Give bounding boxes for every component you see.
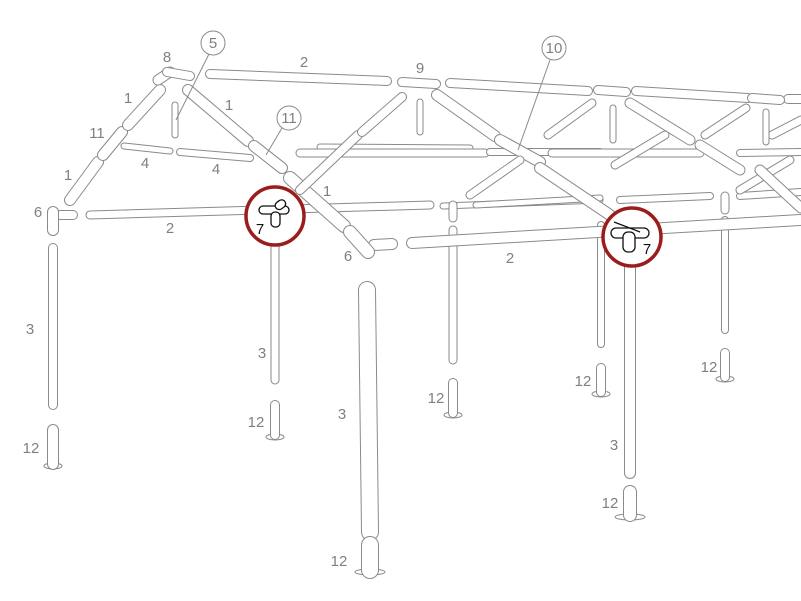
callout-11: 11 [281, 110, 297, 127]
tube [625, 98, 695, 145]
part-label: 1 [323, 183, 331, 200]
tube [121, 143, 173, 154]
tube [249, 141, 287, 173]
part-label: 3 [610, 437, 618, 454]
part-label: 1 [124, 90, 132, 107]
tube [177, 149, 253, 161]
part-label: 8 [163, 49, 171, 66]
tube [495, 135, 545, 167]
tube [748, 94, 784, 104]
tube [701, 104, 750, 139]
leader-line [175, 53, 210, 121]
part-label: 3 [258, 345, 266, 362]
part-label: 3 [26, 321, 34, 338]
part-label: 4 [212, 161, 220, 178]
tubes [43, 66, 801, 579]
tube [123, 85, 165, 130]
tube [466, 156, 524, 199]
leader-line [517, 59, 551, 151]
part-label: 4 [141, 155, 149, 172]
part-label: 2 [166, 220, 174, 237]
tube [65, 157, 103, 205]
tube [206, 70, 391, 85]
callout-circle [541, 35, 567, 61]
tube [755, 165, 801, 213]
callout-circle [200, 30, 226, 56]
leader-line [265, 127, 283, 156]
tube [369, 239, 397, 250]
tube [358, 93, 406, 136]
tube [359, 282, 378, 540]
part-7-label: 7 [256, 221, 264, 238]
callout-5: 5 [209, 35, 217, 52]
tube [344, 226, 374, 258]
tube [611, 131, 669, 169]
part-label: 12 [575, 373, 592, 390]
tube [398, 78, 440, 88]
part-label: 12 [602, 495, 619, 512]
tube [98, 127, 127, 160]
tube [432, 90, 500, 141]
part-label: 12 [331, 553, 348, 570]
tube [617, 193, 713, 203]
part-7-label: 7 [643, 241, 651, 258]
part-label: 2 [300, 54, 308, 71]
tube [544, 99, 596, 139]
highlight-connector-right: 7 [601, 206, 663, 268]
highlight-connector-left: 7 [244, 185, 306, 247]
callout-10: 10 [546, 40, 563, 57]
tube [737, 149, 801, 156]
tube [535, 163, 615, 220]
tube [163, 68, 194, 80]
part-labels: 8 2 9 1 1 11 4 4 1 1 6 2 6 2 3 3 3 3 12 … [23, 49, 718, 570]
tube [296, 131, 362, 194]
part-label: 12 [428, 390, 445, 407]
tube [446, 79, 592, 95]
part-label: 6 [344, 248, 352, 265]
callout-leaders: 5 10 11 [175, 30, 567, 156]
part-label: 6 [34, 204, 42, 221]
part-label: 9 [416, 60, 424, 77]
part-label: 11 [89, 125, 105, 142]
tube [594, 86, 630, 96]
part-label: 1 [225, 97, 233, 114]
part-label: 12 [701, 359, 718, 376]
part-label: 1 [64, 167, 72, 184]
part-label: 12 [248, 414, 265, 431]
tube [183, 85, 253, 146]
callout-circle [276, 105, 302, 131]
part-label: 12 [23, 440, 40, 457]
part-label: 2 [506, 250, 514, 267]
part-label: 3 [338, 406, 346, 423]
tube [632, 87, 752, 102]
tube [768, 116, 801, 139]
tube [695, 140, 745, 175]
